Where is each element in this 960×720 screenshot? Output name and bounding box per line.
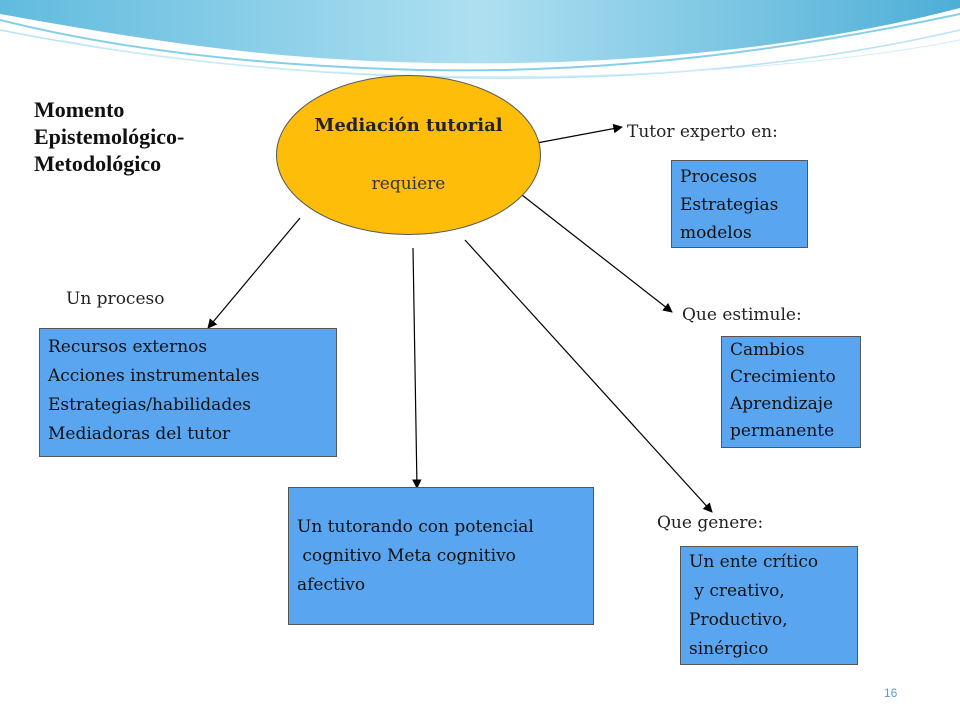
center-ellipse [276, 75, 541, 235]
arrow-to-proceso [207, 217, 301, 329]
header-wave-decoration [0, 0, 960, 79]
tutorando-line: afectivo [297, 575, 366, 595]
tutorando-line: cognitivo Meta cognitivo [297, 546, 516, 566]
tutorando-box: Un tutorando con potencial cognitivo Met… [288, 487, 594, 625]
title-line-1: Momento [34, 97, 125, 122]
tutorando-line: Un tutorando con potencial [297, 517, 534, 537]
proceso-line: Mediadoras del tutor [48, 424, 231, 444]
tutor-line: modelos [680, 223, 752, 243]
genere-line: y creativo, [689, 581, 785, 601]
tutor-box: Procesos Estrategias modelos [671, 160, 808, 248]
genere-label: Que genere: [657, 513, 764, 533]
tutor-line: Estrategias [680, 195, 779, 215]
estimule-line: Crecimiento [730, 367, 836, 387]
proceso-line: Estrategias/habilidades [48, 395, 251, 415]
tutor-label: Tutor experto en: [627, 122, 778, 142]
genere-line: Un ente crítico [689, 552, 819, 572]
arrow-to-tutorando [412, 247, 422, 489]
title-line-2: Epistemológico- [34, 124, 185, 149]
genere-line: Productivo, [689, 610, 788, 630]
proceso-line: Acciones instrumentales [48, 366, 260, 386]
estimule-line: permanente [730, 421, 835, 441]
arrow-to-estimule [521, 194, 673, 313]
tutor-line: Procesos [680, 167, 758, 187]
page-number: 16 [884, 686, 898, 700]
title-line-3: Metodológico [34, 151, 162, 176]
center-subtitle: requiere [371, 174, 446, 194]
estimule-box: Cambios Crecimiento Aprendizaje permanen… [721, 336, 861, 448]
genere-line: sinérgico [689, 639, 769, 659]
estimule-line: Cambios [730, 340, 805, 360]
genere-box: Un ente crítico y creativo, Productivo, … [680, 546, 858, 665]
slide-title: Momento Epistemológico- Metodológico [34, 96, 184, 177]
estimule-label: Que estimule: [682, 305, 802, 325]
arrow-to-genere [464, 239, 713, 513]
center-title: Mediación tutorial [314, 115, 503, 136]
proceso-box: Recursos externos Acciones instrumentale… [39, 328, 337, 457]
estimule-line: Aprendizaje [730, 394, 834, 414]
proceso-label: Un proceso [66, 289, 165, 309]
proceso-line: Recursos externos [48, 337, 208, 357]
